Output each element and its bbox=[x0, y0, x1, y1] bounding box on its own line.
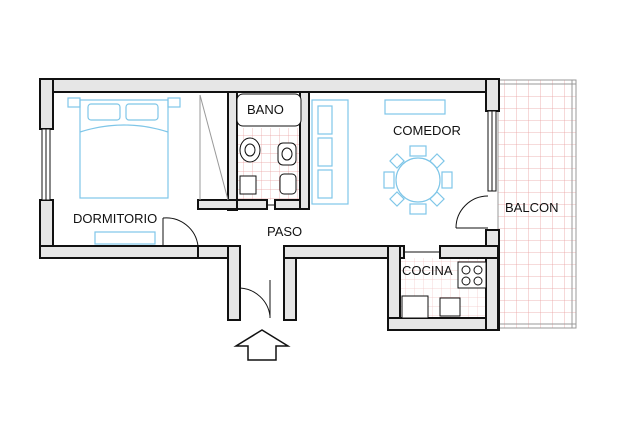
windows bbox=[41, 110, 497, 201]
bed-icon bbox=[67, 97, 181, 245]
wardrobe bbox=[199, 94, 229, 201]
room-label-dormitorio: DORMITORIO bbox=[73, 211, 157, 226]
walls bbox=[39, 78, 500, 331]
bathtub bbox=[236, 93, 302, 127]
room-label-balcon: BALCON bbox=[505, 200, 558, 215]
sofa bbox=[311, 99, 446, 205]
door-swing-icon bbox=[162, 195, 489, 318]
entrance-arrow-icon bbox=[233, 329, 291, 361]
balcony bbox=[497, 79, 577, 329]
dining-table-icon bbox=[383, 145, 453, 215]
toilet-icon bbox=[277, 142, 297, 195]
room-label-paso: PASO bbox=[267, 224, 302, 239]
room-label-bano: BANO bbox=[247, 102, 284, 117]
room-label-comedor: COMEDOR bbox=[393, 123, 461, 138]
stove-icon bbox=[401, 261, 487, 319]
sink-icon bbox=[239, 137, 261, 163]
bathroom-fixtures bbox=[236, 93, 302, 195]
room-label-cocina: COCINA bbox=[402, 263, 453, 278]
